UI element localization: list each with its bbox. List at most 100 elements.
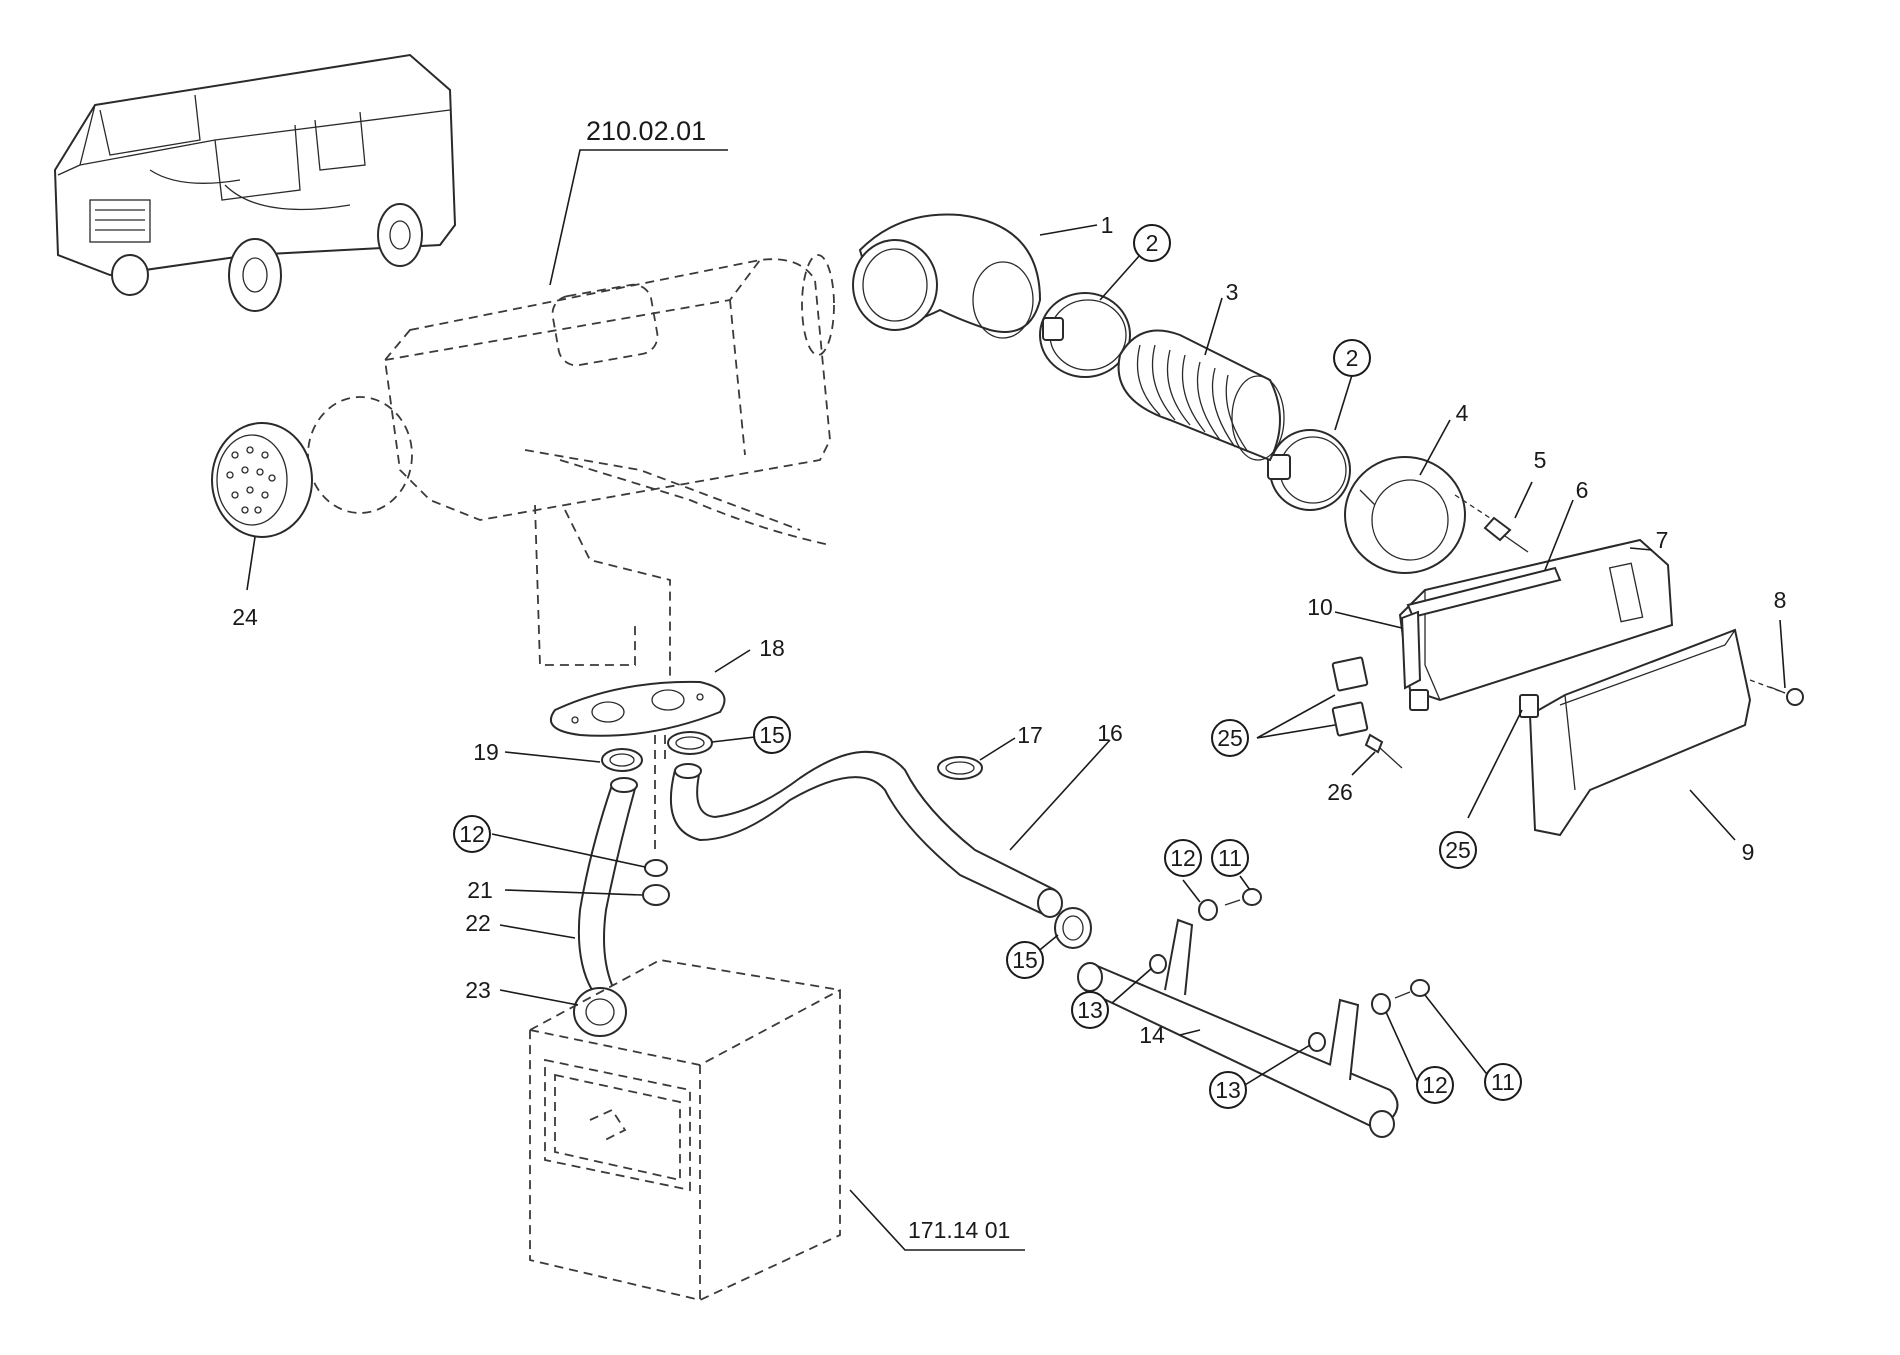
part-18-gasket-plate bbox=[549, 680, 726, 737]
callout-12: 12 bbox=[1416, 1066, 1454, 1104]
callout-12: 12 bbox=[1164, 839, 1202, 877]
reference-labels: 210.02.01 171.14 01 bbox=[586, 116, 1010, 1243]
callout-number: 2 bbox=[1146, 230, 1159, 256]
hardware-upper-group bbox=[1149, 888, 1262, 974]
callout-number: 17 bbox=[1017, 722, 1043, 748]
callout-number: 21 bbox=[467, 877, 493, 903]
callout-circle bbox=[1071, 991, 1109, 1029]
callout-number: 1 bbox=[1101, 212, 1114, 238]
part-3-flex-hose bbox=[1117, 329, 1285, 462]
part-9-lower-cover bbox=[1528, 628, 1752, 837]
vehicle-illustration bbox=[53, 53, 457, 312]
callout-number: 19 bbox=[473, 739, 499, 765]
part-8-screw bbox=[1749, 679, 1804, 706]
callout-number: 8 bbox=[1774, 587, 1787, 613]
part-16-hose bbox=[669, 750, 1063, 918]
callout-number: 26 bbox=[1327, 779, 1353, 805]
callout-circle bbox=[453, 815, 491, 853]
callout-19: 19 bbox=[473, 739, 499, 765]
part-24-filter-cap bbox=[211, 422, 313, 538]
callout-24: 24 bbox=[232, 604, 258, 630]
callout-12: 12 bbox=[453, 815, 491, 853]
callout-number: 18 bbox=[759, 635, 785, 661]
callout-2: 2 bbox=[1133, 224, 1171, 262]
callout-14: 14 bbox=[1139, 1022, 1165, 1048]
callout-number: 11 bbox=[1491, 1069, 1515, 1095]
part-12-seal-hose bbox=[644, 859, 668, 877]
callout-circle bbox=[1211, 839, 1249, 877]
callout-number: 12 bbox=[1422, 1072, 1448, 1098]
callout-number: 23 bbox=[465, 977, 491, 1003]
callout-number: 11 bbox=[1218, 845, 1242, 871]
callout-1: 1 bbox=[1101, 212, 1114, 238]
part-15-clamp-upper bbox=[667, 731, 713, 755]
part-5-screw bbox=[1454, 494, 1529, 553]
callout-number: 12 bbox=[459, 821, 485, 847]
callout-5: 5 bbox=[1534, 447, 1547, 473]
callout-circle bbox=[1416, 1066, 1454, 1104]
callout-number: 10 bbox=[1307, 594, 1333, 620]
callout-circle bbox=[1209, 1071, 1247, 1109]
callout-21: 21 bbox=[467, 877, 493, 903]
callout-22: 22 bbox=[465, 910, 491, 936]
callout-8: 8 bbox=[1774, 587, 1787, 613]
callout-number: 3 bbox=[1226, 279, 1239, 305]
callout-11: 11 bbox=[1211, 839, 1249, 877]
callout-16: 16 bbox=[1097, 720, 1123, 746]
callout-13: 13 bbox=[1071, 991, 1109, 1029]
part-19-clamp bbox=[601, 748, 643, 772]
callout-circle bbox=[753, 716, 791, 754]
callout-number: 9 bbox=[1742, 839, 1755, 865]
part-22-hose bbox=[577, 777, 638, 991]
callout-circle bbox=[1133, 224, 1171, 262]
callout-circle bbox=[1006, 941, 1044, 979]
callout-number: 14 bbox=[1139, 1022, 1165, 1048]
callout-number: 13 bbox=[1215, 1077, 1241, 1103]
callout-25: 25 bbox=[1211, 719, 1249, 757]
callout-circle bbox=[1333, 339, 1371, 377]
hardware-lower-group bbox=[1308, 979, 1430, 1052]
callout-10: 10 bbox=[1307, 594, 1333, 620]
callout-number: 25 bbox=[1217, 725, 1243, 751]
callout-number: 5 bbox=[1534, 447, 1547, 473]
callout-number: 13 bbox=[1077, 997, 1103, 1023]
callout-number: 4 bbox=[1456, 400, 1469, 426]
callout-17: 17 bbox=[1017, 722, 1043, 748]
part-6-gasket bbox=[1406, 566, 1562, 619]
part-15-clamp-lower bbox=[1054, 907, 1092, 949]
part-2-clamp-upper bbox=[1039, 292, 1131, 378]
part-4-flange bbox=[1344, 456, 1466, 574]
leader-lines bbox=[246, 149, 1786, 1251]
callout-circle bbox=[1484, 1063, 1522, 1101]
callout-number: 22 bbox=[465, 910, 491, 936]
heater-unit-outline bbox=[307, 254, 835, 850]
callout-6: 6 bbox=[1576, 477, 1589, 503]
callout-number: 7 bbox=[1656, 527, 1669, 553]
ref-heater-unit: 210.02.01 bbox=[586, 116, 706, 146]
callout-circle bbox=[1164, 839, 1202, 877]
part-10-gasket-side bbox=[1400, 610, 1429, 711]
part-23-grommet bbox=[573, 987, 627, 1037]
callout-2: 2 bbox=[1333, 339, 1371, 377]
callout-13: 13 bbox=[1209, 1071, 1247, 1109]
callout-11: 11 bbox=[1484, 1063, 1522, 1101]
part-25-clips bbox=[1331, 656, 1539, 737]
callout-23: 23 bbox=[465, 977, 491, 1003]
callout-number: 25 bbox=[1445, 837, 1471, 863]
part-2-clamp-lower bbox=[1267, 429, 1351, 511]
callout-number: 16 bbox=[1097, 720, 1123, 746]
part-1-elbow bbox=[852, 213, 1042, 339]
callout-7: 7 bbox=[1656, 527, 1669, 553]
callout-15: 15 bbox=[1006, 941, 1044, 979]
callout-9: 9 bbox=[1742, 839, 1755, 865]
part-17-clamp bbox=[937, 756, 983, 780]
callout-4: 4 bbox=[1456, 400, 1469, 426]
part-26-rivet bbox=[1364, 733, 1403, 769]
callout-number: 15 bbox=[1012, 947, 1038, 973]
callout-15: 15 bbox=[753, 716, 791, 754]
callout-number: 12 bbox=[1170, 845, 1196, 871]
callout-circle bbox=[1439, 831, 1477, 869]
callout-number: 2 bbox=[1346, 345, 1359, 371]
callout-circle bbox=[1211, 719, 1249, 757]
